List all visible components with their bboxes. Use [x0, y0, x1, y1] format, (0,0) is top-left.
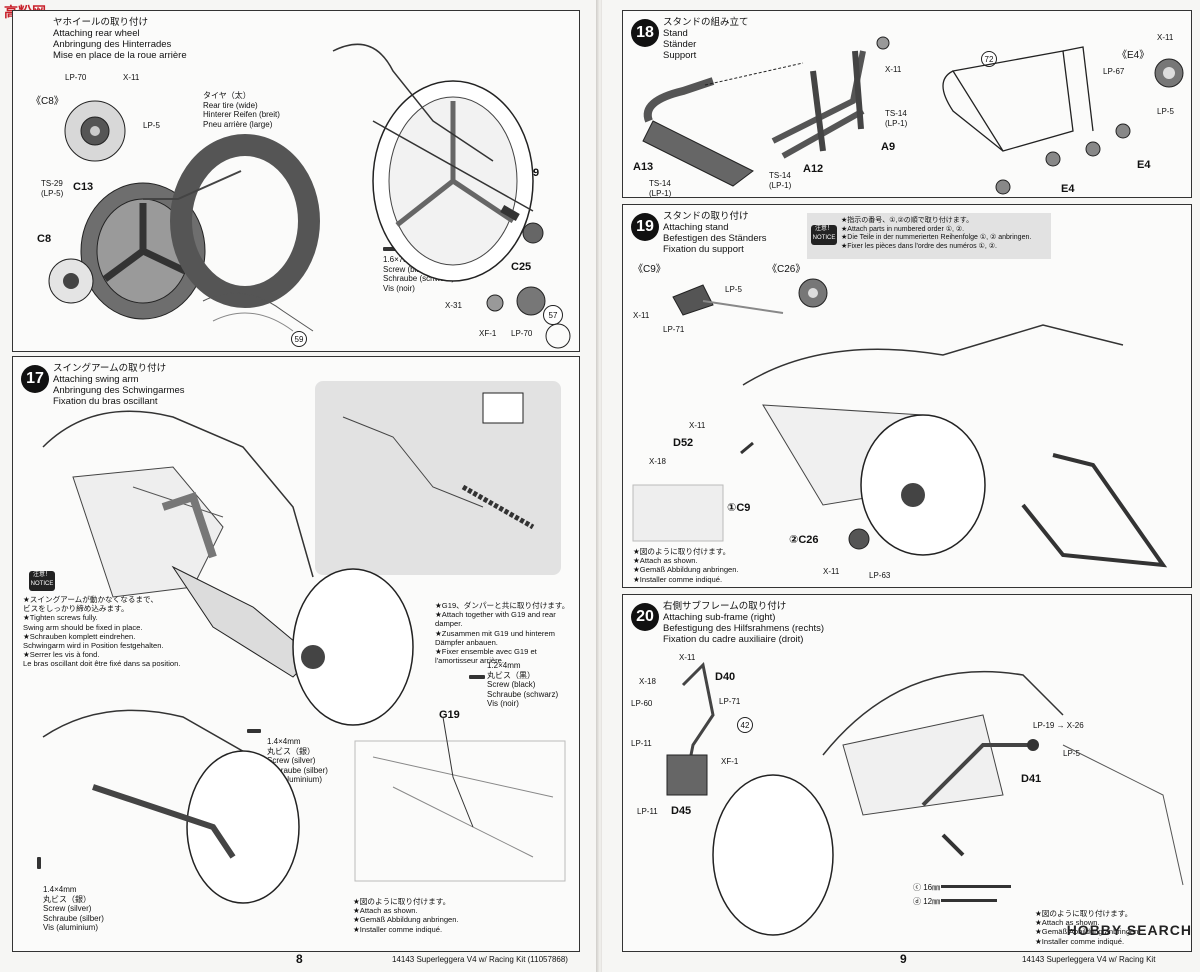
- footer-left-text: 14143 Superleggera V4 w/ Racing Kit (110…: [392, 955, 568, 964]
- ref-57: 57: [543, 305, 563, 325]
- step-16-panel: ヤホイールの取り付け Attaching rear wheel Anbringu…: [12, 10, 580, 352]
- page-number-left: 8: [296, 952, 303, 966]
- g19-note: ★G19、ダンパーと共に取り付けます。★Attach together with…: [435, 601, 570, 666]
- lp5-label: LP-5: [143, 121, 160, 130]
- c13-part: C13: [73, 181, 94, 193]
- page-number-right: 9: [900, 952, 907, 966]
- step-17-notice: ★スイングアームが動かなくなるまで、ビスをしっかり締め込みます。 ★Tighte…: [23, 595, 181, 669]
- ref-42: 42: [737, 717, 753, 733]
- ref-72: 72: [981, 51, 997, 67]
- step-19-notice: ★指示の番号、①,②の順で取り付けます。★Attach parts in num…: [841, 217, 1032, 250]
- lp19-label: LP-19 → X-26: [1033, 721, 1084, 730]
- step-19-attach-note: ★図のように取り付けます。★Attach as shown. ★Gemäß Ab…: [633, 547, 739, 584]
- a9-part: A9: [881, 141, 896, 153]
- x18-label: X-18: [639, 677, 656, 686]
- step-18-number: 18: [631, 19, 659, 47]
- c26-ref: 《C26》: [767, 264, 806, 275]
- c9-ref: 《C9》: [633, 264, 666, 275]
- page-8: 高粉网 ヤホイールの取り付け Attaching rear wheel Anbr…: [0, 0, 598, 972]
- lp11-label: LP-11: [631, 739, 652, 748]
- step-18-illustration: [642, 36, 1184, 195]
- x11c-label: X-11: [823, 567, 840, 576]
- step-19-illustration: [632, 278, 1168, 568]
- a12-part: A12: [803, 163, 824, 175]
- x11-label: X-11: [885, 65, 902, 74]
- d52-part: D52: [673, 437, 694, 449]
- ts14-label-c: TS-14(LP-1): [769, 171, 792, 190]
- d41-part: D41: [1021, 773, 1042, 785]
- ts14-label-a: TS-14(LP-1): [885, 109, 908, 128]
- ts14-label-b: TS-14(LP-1): [649, 179, 672, 198]
- step-20-number: 20: [631, 603, 659, 631]
- x11-label: X-11: [679, 653, 696, 662]
- e4-part-a: E4: [1137, 159, 1151, 171]
- c-length-label: ⓒ 16㎜: [913, 883, 941, 892]
- c26-part: ②C26: [789, 534, 819, 546]
- step-20-illustration: [666, 661, 1184, 936]
- step-16-heading: ヤホイールの取り付け Attaching rear wheel Anbringu…: [53, 17, 187, 61]
- x11-label: X-11: [633, 311, 650, 320]
- c9-part: ①C9: [727, 502, 751, 514]
- c25-part: C25: [511, 261, 532, 273]
- lp5-label: LP-5: [1157, 107, 1174, 116]
- rear-tire-label: タイヤ（太）Rear tire (wide) Hinterer Reifen (…: [203, 91, 280, 129]
- x11-label: X-11: [123, 73, 140, 82]
- step-17-number: 17: [21, 365, 49, 393]
- lp5-label: LP-5: [725, 285, 742, 294]
- notice-box: [807, 213, 1051, 259]
- lp60-label: LP-60: [631, 699, 653, 708]
- lp71-label: LP-71: [719, 697, 741, 706]
- ts29-label: TS-29(LP-5): [41, 179, 64, 198]
- lp63-label: LP-63: [869, 571, 891, 580]
- c8-ref: 《C8》: [31, 96, 64, 107]
- lp11b-label: LP-11: [637, 807, 658, 816]
- step-20-attach-note: ★図のように取り付けます。★Attach as shown. ★Gemäß Ab…: [1035, 909, 1141, 946]
- xf1-label: XF-1: [479, 329, 497, 338]
- screw-silver-icon-b: [37, 857, 41, 869]
- xf1-label: XF-1: [721, 757, 739, 766]
- screw-black-icon: [469, 675, 485, 679]
- x18-label: X-18: [649, 457, 666, 466]
- step-17-illustration: [42, 392, 566, 904]
- c8-part: C8: [37, 233, 52, 245]
- x11b-label: X-11: [1157, 33, 1174, 42]
- footer-right-text: 14143 Superleggera V4 w/ Racing Kit: [1022, 955, 1156, 964]
- lp67-label: LP-67: [1103, 67, 1125, 76]
- notice-badge: 注意！ NOTICE: [811, 225, 837, 245]
- notice-badge: 注意！ NOTICE: [29, 571, 55, 591]
- lp70-label: LP-70: [65, 73, 87, 82]
- x11b-label: X-11: [689, 421, 706, 430]
- step-19-number: 19: [631, 213, 659, 241]
- ref-59: 59: [291, 331, 307, 347]
- d-length-label: ⓓ 12㎜: [913, 897, 941, 906]
- watermark-logo-bottom: HOBBY SEARCH: [1066, 922, 1192, 938]
- lp71-label: LP-71: [663, 325, 685, 334]
- lp70b-label: LP-70: [511, 329, 533, 338]
- book-gutter: [596, 0, 604, 972]
- step-16-illustration: [48, 43, 571, 349]
- a13-part: A13: [633, 161, 654, 173]
- lp5-label: LP-5: [1063, 749, 1080, 758]
- x31-label: X-31: [445, 301, 462, 310]
- e4-ref: 《E4》: [1117, 50, 1150, 61]
- g19-part: G19: [439, 709, 460, 721]
- d45-part: D45: [671, 805, 692, 817]
- step-17-attach-note: ★図のように取り付けます。★Attach as shown. ★Gemäß Ab…: [353, 897, 459, 934]
- screw-silver-icon-a: [247, 729, 261, 733]
- e4-part-b: E4: [1061, 183, 1075, 195]
- d40-part: D40: [715, 671, 736, 683]
